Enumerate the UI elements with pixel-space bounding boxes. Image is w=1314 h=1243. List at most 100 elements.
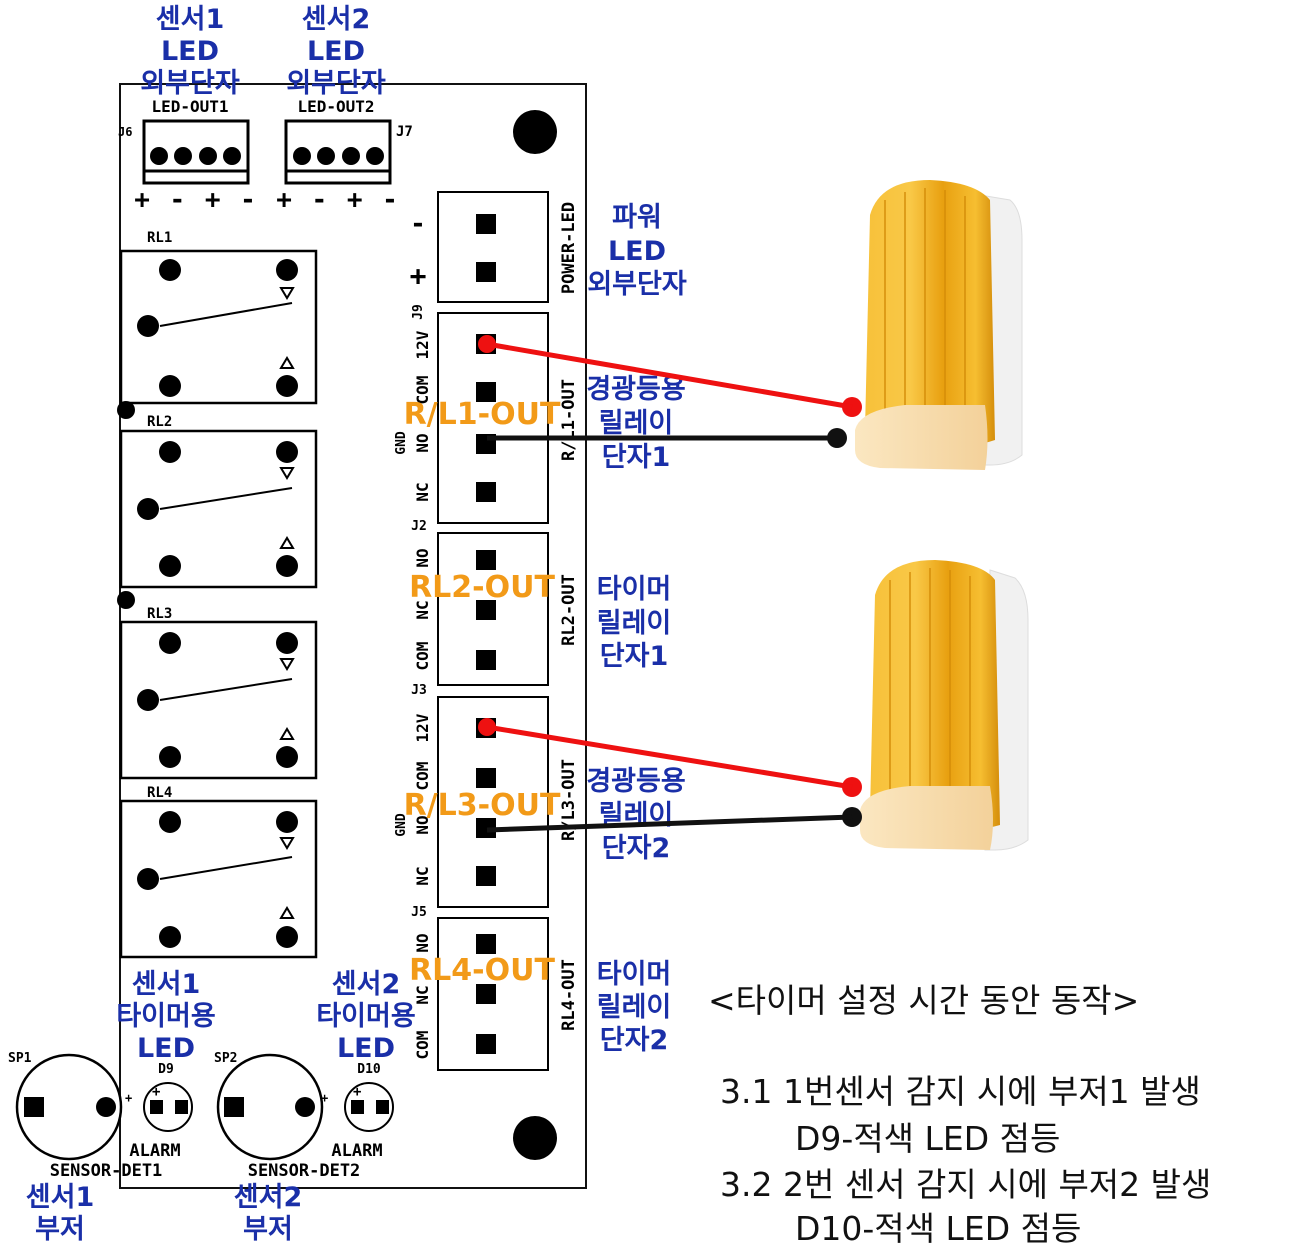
svg-text:릴레이: 릴레이	[597, 992, 672, 1023]
relay-rl4: RL4	[119, 785, 318, 959]
svg-text:LED: LED	[337, 1033, 395, 1064]
note-3-1-led: D9-적색 LED 점등	[795, 1119, 1060, 1158]
pin-com-4: COM	[413, 1031, 432, 1060]
pin-no-2: NO	[413, 548, 432, 567]
svg-text:외부단자: 외부단자	[286, 68, 386, 99]
pin-no-1: NO	[413, 433, 432, 452]
timer-note: <타이머 설정 시간 동안 동작>	[708, 981, 1139, 1020]
j6-connector	[142, 119, 250, 185]
svg-text:부저: 부저	[243, 1214, 293, 1243]
svg-text:RL2: RL2	[147, 414, 172, 430]
j7-connector	[284, 119, 392, 185]
j7-polarity: + - + -	[276, 185, 400, 215]
alarm2-label: ALARM	[331, 1141, 382, 1161]
rl2-out-orange-label: RL2-OUT	[409, 570, 555, 605]
buzzer-sp2	[216, 1053, 324, 1161]
j6-polarity: + - + -	[134, 185, 258, 215]
red-wire-1	[486, 341, 853, 410]
svg-text:LED: LED	[307, 36, 365, 67]
svg-text:단자1: 단자1	[600, 641, 668, 672]
rl2-terminal-label: 타이머 릴레이 단자1	[597, 574, 672, 672]
alarm1-label: ALARM	[129, 1141, 180, 1161]
pin-no-3: NO	[413, 815, 432, 834]
svg-text:LED: LED	[608, 236, 666, 267]
pin-12v-1: 12V	[413, 330, 432, 359]
note-3-2: 3.2 2번 센서 감지 시에 부저2 발생	[720, 1165, 1211, 1204]
svg-text:단자1: 단자1	[602, 442, 670, 473]
svg-text:릴레이: 릴레이	[597, 608, 672, 639]
sp2-label: SP2	[214, 1051, 237, 1066]
j2-label: J2	[411, 519, 427, 534]
svg-text:단자2: 단자2	[600, 1025, 668, 1056]
svg-text:릴레이: 릴레이	[599, 408, 674, 439]
relay-rl1: RL1	[119, 230, 318, 405]
led-out2-label: LED-OUT2	[297, 97, 374, 116]
black-wire-2	[486, 814, 853, 833]
pin-nc-2: NC	[413, 600, 432, 619]
j9-power-led-block	[437, 191, 549, 303]
mounting-hole-bottom	[513, 1116, 557, 1160]
power-led-vlabel: POWER-LED	[559, 202, 579, 294]
j9-label: J9	[411, 304, 426, 320]
rl1-terminal-label: 경광등용 릴레이 단자1	[586, 374, 685, 473]
led-d10	[344, 1082, 394, 1132]
d10-label: D10	[357, 1062, 381, 1077]
note-3-2-led: D10-적색 LED 점등	[795, 1209, 1081, 1243]
svg-text:RL4: RL4	[147, 785, 172, 801]
svg-text:LED: LED	[137, 1033, 195, 1064]
svg-text:타이머: 타이머	[597, 959, 672, 990]
rl3-terminal-label: 경광등용 릴레이 단자2	[586, 766, 685, 864]
led-d9	[143, 1082, 193, 1132]
j2-rl2-block	[437, 532, 549, 686]
rl4-out-vlabel: RL4-OUT	[559, 959, 579, 1031]
pin-no-4: NO	[413, 933, 432, 952]
svg-text:타이머용: 타이머용	[116, 1001, 215, 1032]
pin-com-1: COM	[413, 376, 432, 405]
pin-12v-3: 12V	[413, 713, 432, 742]
rl3-out-orange-label: R/L3-OUT	[404, 788, 561, 823]
j6-label: J6	[118, 125, 132, 139]
red-wire-1-endpoint	[478, 335, 496, 353]
svg-text:센서1: 센서1	[132, 969, 200, 1000]
pin-nc-3: NC	[413, 866, 432, 885]
d9-plus-mark: +	[152, 1084, 160, 1100]
pin-gnd-1: GND	[394, 431, 409, 455]
rl2-out-vlabel: RL2-OUT	[559, 574, 579, 646]
j5-rl4-block	[437, 917, 549, 1071]
svg-text:경광등용: 경광등용	[586, 766, 685, 797]
relay-rl2-pin1-mark	[117, 401, 135, 419]
j3-label: J3	[411, 683, 427, 698]
svg-text:단자2: 단자2	[602, 833, 670, 864]
power-led-terminal-label: 파워 LED 외부단자	[587, 202, 687, 300]
svg-text:경광등용: 경광등용	[586, 374, 685, 405]
led-out1-label: LED-OUT1	[151, 97, 228, 116]
svg-text:센서1: 센서1	[26, 1182, 94, 1213]
pin-nc-1: NC	[413, 482, 432, 501]
svg-text:센서2: 센서2	[234, 1182, 302, 1213]
d9-label: D9	[158, 1062, 174, 1077]
sensor-det2-label: SENSOR-DET2	[248, 1161, 361, 1181]
d10-plus-mark: +	[353, 1084, 361, 1100]
relay-rl3: RL3	[119, 606, 318, 780]
svg-text:센서1: 센서1	[156, 4, 224, 35]
warning-lamp-1	[827, 180, 1023, 470]
note-3-1: 3.1 1번센서 감지 시에 부저1 발생	[720, 1072, 1201, 1111]
svg-text:LED: LED	[161, 36, 219, 67]
svg-text:외부단자: 외부단자	[140, 68, 240, 99]
sensor-det1-label: SENSOR-DET1	[50, 1161, 163, 1181]
rl1-out-orange-label: R/L1-OUT	[404, 397, 561, 432]
sp1-label: SP1	[8, 1051, 32, 1066]
relay-rl2: RL2	[119, 414, 318, 589]
pin-plus-label: +	[410, 259, 427, 292]
rl4-terminal-label: 타이머 릴레이 단자2	[597, 959, 672, 1056]
warning-lamp-2	[842, 560, 1029, 851]
svg-text:RL3: RL3	[147, 606, 172, 622]
rl3-out-vlabel: R/L3-OUT	[559, 759, 579, 841]
sp1-plus-mark: +	[125, 1091, 132, 1105]
sensor2-buzzer-label: 센서2 부저	[234, 1182, 302, 1243]
svg-text:타이머용: 타이머용	[316, 1001, 415, 1032]
j5-label: J5	[411, 905, 427, 920]
sensor2-led-label: 센서2 LED 외부단자	[286, 4, 386, 99]
svg-text:RL1: RL1	[147, 230, 172, 246]
